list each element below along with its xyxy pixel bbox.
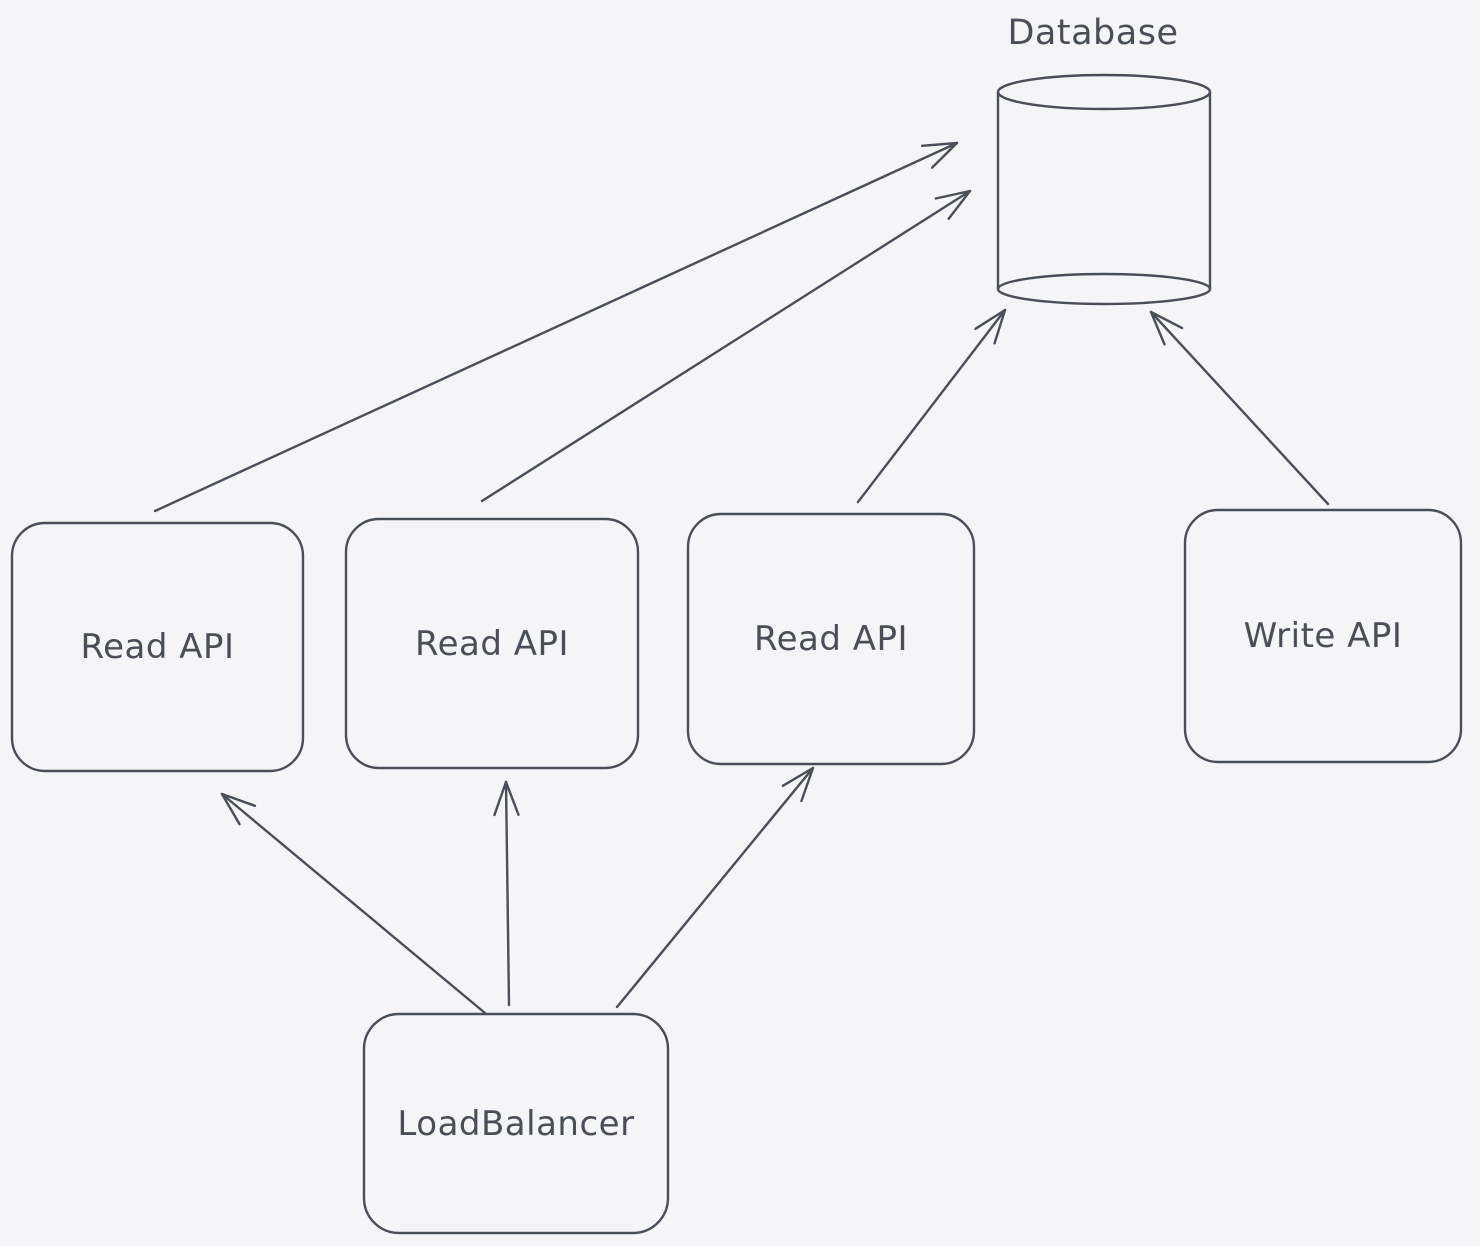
node-database-cylinder[interactable] <box>996 73 1212 306</box>
arrow-stroke <box>934 189 972 200</box>
arrow-write-api-to-database[interactable] <box>1149 310 1330 506</box>
arrow-stroke <box>504 780 511 1007</box>
arrow-stroke <box>781 766 815 788</box>
arrow-stroke <box>800 766 815 803</box>
arrow-stroke <box>493 780 508 817</box>
arrow-stroke <box>153 141 959 513</box>
arrow-stroke <box>220 792 257 808</box>
cylinder-bottom-ellipse <box>996 272 1212 306</box>
arrow-stroke <box>504 780 520 816</box>
node-read-api-1-box[interactable] <box>10 521 305 773</box>
node-read-api-3-box[interactable] <box>686 512 976 766</box>
arrow-stroke <box>856 308 1007 504</box>
arrow-read-api-2-to-database[interactable] <box>480 189 972 503</box>
node-loadbalancer-box[interactable] <box>362 1012 670 1235</box>
cylinder-top-ellipse <box>996 73 1212 111</box>
arrow-loadbalancer-to-read-api-2[interactable] <box>493 780 520 1007</box>
node-write-api-box[interactable] <box>1183 508 1463 764</box>
arrow-stroke <box>1149 310 1330 506</box>
arrow-stroke <box>1149 310 1184 330</box>
arrow-stroke <box>993 308 1007 345</box>
arrow-loadbalancer-to-read-api-3[interactable] <box>615 766 815 1009</box>
arrow-stroke <box>1149 310 1166 346</box>
arrow-stroke <box>930 141 959 169</box>
arrow-stroke <box>480 189 972 503</box>
arrow-stroke <box>947 189 972 220</box>
arrow-stroke <box>220 792 487 1015</box>
arrow-stroke <box>920 141 959 148</box>
arrow-stroke <box>974 308 1007 331</box>
arrow-read-api-3-to-database[interactable] <box>856 308 1007 504</box>
node-read-api-2-box[interactable] <box>344 517 640 770</box>
arrow-read-api-1-to-database[interactable] <box>153 141 959 513</box>
arrow-stroke <box>615 766 815 1009</box>
arrow-stroke <box>220 792 241 826</box>
arrow-loadbalancer-to-read-api-1[interactable] <box>220 792 487 1015</box>
